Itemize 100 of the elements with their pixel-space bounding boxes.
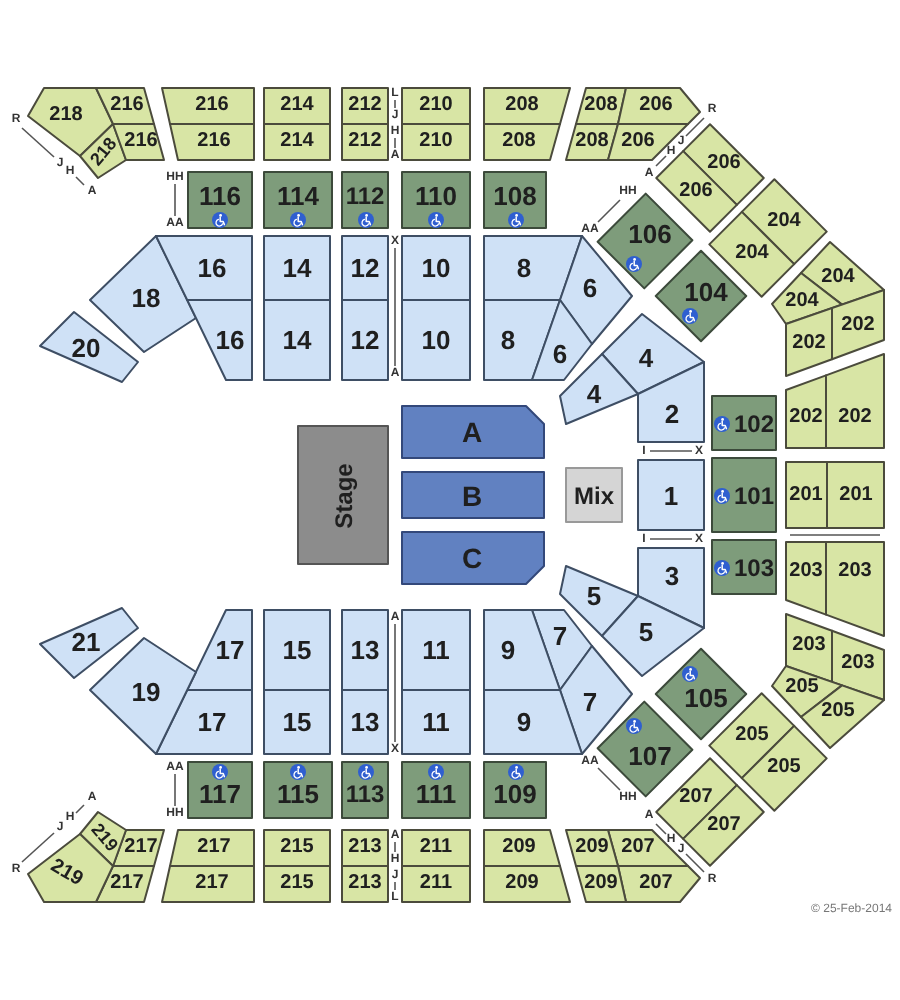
section-number: 19 [131, 679, 161, 705]
section-number: 204 [785, 292, 819, 312]
seating-section [168, 828, 256, 868]
section-number: 15 [282, 637, 312, 663]
seating-section [38, 606, 140, 680]
seating-section [606, 122, 690, 162]
seating-section [558, 644, 634, 756]
section-number: 207 [707, 816, 741, 836]
section-number: 4 [586, 381, 602, 407]
seating-section [830, 288, 886, 362]
section-number: 210 [419, 132, 453, 152]
section-number: 211 [419, 874, 453, 894]
seating-section [784, 306, 834, 378]
section-number: 13 [350, 709, 380, 735]
section-letter: A [461, 418, 483, 446]
seating-section [710, 538, 778, 596]
section-number: 20 [71, 335, 101, 361]
seating-section [482, 86, 572, 126]
section-number: 216 [110, 96, 144, 116]
section-number: 212 [348, 96, 382, 116]
seating-section [340, 760, 390, 820]
section-number: 210 [419, 96, 453, 116]
section-number: 106 [628, 221, 672, 247]
section-number: 204 [767, 212, 801, 232]
section-number: 12 [350, 327, 380, 353]
section-number: 112 [345, 184, 385, 208]
seating-section [340, 122, 390, 162]
seating-section [340, 86, 390, 126]
seating-section [400, 122, 472, 162]
section-number: 207 [621, 838, 655, 858]
seating-section [340, 828, 390, 868]
section-number: 218 [49, 106, 83, 126]
section-number: 218 [87, 134, 121, 170]
section-number: 202 [841, 316, 875, 336]
section-number: 213 [348, 874, 382, 894]
seating-section [400, 608, 472, 692]
section-number: 203 [838, 562, 872, 582]
section-number: 204 [821, 268, 855, 288]
section-number: 203 [841, 654, 875, 674]
section-number: 206 [707, 154, 741, 174]
seating-section [482, 760, 548, 820]
seating-section [616, 864, 702, 904]
section-number: 217 [110, 874, 144, 894]
section-number: 8 [500, 327, 516, 353]
section-number: 12 [350, 255, 380, 281]
seating-section [400, 864, 472, 904]
floor-section [400, 470, 546, 520]
section-number: 17 [215, 637, 245, 663]
stage-label: Stage [331, 462, 355, 528]
section-number: 216 [124, 132, 158, 152]
seating-section [482, 828, 562, 868]
seating-section [400, 170, 472, 230]
section-number: 202 [789, 408, 823, 428]
seating-section [340, 864, 390, 904]
section-number: 101 [733, 483, 775, 507]
floor-section [400, 530, 546, 586]
section-number: 6 [552, 341, 568, 367]
section-number: 206 [621, 132, 655, 152]
seating-section [710, 456, 778, 534]
section-number: 203 [789, 562, 823, 582]
section-number: 204 [735, 244, 769, 264]
section-number: 14 [282, 327, 312, 353]
seating-section [400, 828, 472, 868]
section-number: 205 [735, 726, 769, 746]
section-number: 215 [280, 838, 314, 858]
section-number: 111 [415, 781, 457, 807]
section-number: 102 [733, 411, 775, 435]
seating-section [340, 170, 390, 230]
seating-section [168, 122, 256, 162]
seating-section [400, 234, 472, 302]
section-number: 206 [679, 182, 713, 202]
section-number: 201 [839, 485, 873, 505]
stage-block [296, 424, 390, 566]
seating-section [262, 828, 332, 868]
seating-section [738, 722, 830, 814]
seating-section [340, 234, 390, 302]
section-letter: B [461, 481, 483, 509]
section-number: 13 [350, 637, 380, 663]
section-number: 3 [664, 563, 680, 589]
section-number: 18 [131, 285, 161, 311]
section-letter: C [461, 544, 483, 572]
section-number: 7 [552, 623, 568, 649]
section-number: 16 [215, 327, 245, 353]
section-number: 15 [282, 709, 312, 735]
seating-section [94, 86, 156, 126]
seating-section [482, 170, 548, 230]
seating-section [482, 864, 572, 904]
section-number: 107 [628, 743, 672, 769]
seating-section [482, 122, 562, 162]
section-number: 8 [516, 255, 532, 281]
section-number: 113 [345, 782, 385, 806]
section-number: 108 [493, 183, 537, 209]
seating-section [262, 86, 332, 126]
section-number: 5 [638, 619, 654, 645]
section-number: 5 [586, 583, 602, 609]
section-number: 219 [87, 820, 121, 856]
seating-section [824, 540, 886, 638]
seating-section [262, 608, 332, 692]
mix-label: Mix [574, 483, 614, 507]
seating-section [186, 760, 254, 820]
